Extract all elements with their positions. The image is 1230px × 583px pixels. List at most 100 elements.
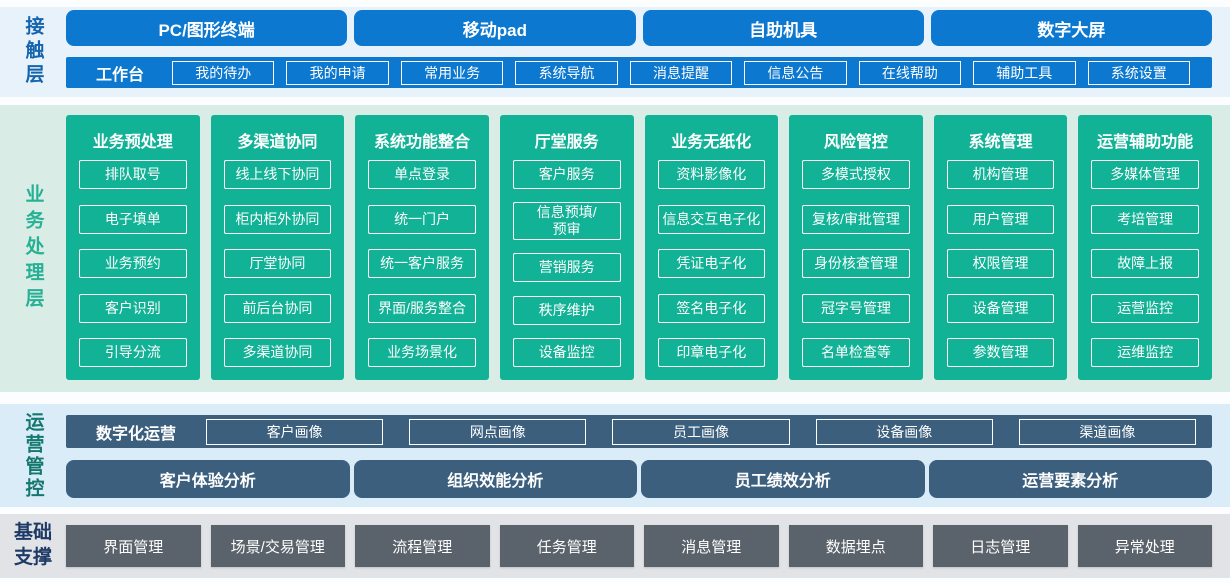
business-column-items: 多媒体管理考培管理故障上报运营监控运维监控	[1091, 160, 1199, 367]
business-item[interactable]: 界面/服务整合	[368, 293, 476, 323]
business-item[interactable]: 统一客户服务	[368, 249, 476, 278]
business-item[interactable]: 设备管理	[946, 293, 1055, 323]
business-item[interactable]: 凭证电子化	[657, 249, 766, 278]
terminal-button[interactable]: 自助机具	[642, 10, 924, 46]
business-item[interactable]: 资料影像化	[657, 160, 766, 189]
business-column-items: 排队取号电子填单业务预约客户识别引导分流	[79, 160, 187, 367]
foundation-item[interactable]: 异常处理	[1077, 525, 1212, 567]
business-item[interactable]: 业务场景化	[368, 338, 476, 367]
business-item[interactable]: 权限管理	[946, 249, 1055, 278]
business-column: 运营辅助功能 多媒体管理考培管理故障上报运营监控运维监控	[1078, 115, 1212, 380]
business-column-items: 多模式授权复核/审批管理身份核查管理冠字号管理名单检查等	[802, 160, 910, 367]
business-item[interactable]: 故障上报	[1091, 249, 1199, 278]
workbench-item[interactable]: 消息提醒	[629, 60, 733, 85]
foundation-item[interactable]: 日志管理	[933, 525, 1068, 567]
terminal-button[interactable]: 移动pad	[354, 10, 636, 46]
business-item[interactable]: 多渠道协同	[223, 338, 332, 367]
business-item[interactable]: 统一门户	[368, 204, 476, 234]
digital-ops-label: 数字化运营	[96, 425, 177, 443]
portrait-item[interactable]: 渠道画像	[1018, 418, 1197, 445]
business-item[interactable]: 秩序维护	[512, 295, 621, 325]
business-item[interactable]: 单点登录	[368, 160, 476, 189]
business-column-items: 单点登录统一门户统一客户服务界面/服务整合业务场景化	[368, 160, 476, 367]
business-item[interactable]: 电子填单	[79, 204, 187, 234]
business-column-items: 客户服务信息预填/ 预审营销服务秩序维护设备监控	[512, 160, 621, 367]
workbench-item[interactable]: 辅助工具	[973, 60, 1076, 85]
business-item[interactable]: 客户识别	[79, 293, 187, 323]
business-item[interactable]: 营销服务	[512, 253, 621, 283]
workbench-item[interactable]: 我的申请	[286, 60, 389, 85]
analysis-button[interactable]: 员工绩效分析	[641, 460, 925, 498]
portrait-items: 客户画像网点画像员工画像设备画像渠道画像	[206, 418, 1197, 445]
business-column-title: 系统功能整合	[374, 134, 471, 151]
workbench-item[interactable]: 信息公告	[744, 60, 847, 85]
foundation-item[interactable]: 流程管理	[355, 525, 490, 567]
business-column-title: 风险管控	[823, 134, 888, 151]
business-item[interactable]: 客户服务	[512, 160, 621, 189]
business-column-items: 机构管理用户管理权限管理设备管理参数管理	[946, 160, 1055, 367]
business-column-title: 多渠道协同	[237, 134, 318, 151]
workbench-label: 工作台	[96, 66, 145, 84]
foundation-item[interactable]: 任务管理	[499, 525, 634, 567]
business-column: 多渠道协同 线上线下协同柜内柜外协同厅堂协同前后台协同多渠道协同	[210, 115, 345, 380]
business-item[interactable]: 多模式授权	[802, 160, 910, 189]
business-item[interactable]: 身份核查管理	[802, 249, 910, 278]
business-item[interactable]: 前后台协同	[223, 293, 332, 323]
portrait-item[interactable]: 员工画像	[612, 418, 790, 445]
operations-layer-band: 运营管控 数字化运营 客户画像网点画像员工画像设备画像渠道画像 客户体验分析组织…	[0, 404, 1230, 507]
workbench-bar: 工作台 我的待办我的申请常用业务系统导航消息提醒信息公告在线帮助辅助工具系统设置	[66, 57, 1212, 88]
business-item[interactable]: 信息预填/ 预审	[512, 202, 621, 240]
business-column: 业务无纸化 资料影像化信息交互电子化凭证电子化签名电子化印章电子化	[644, 115, 779, 380]
terminal-button[interactable]: PC/图形终端	[66, 10, 348, 46]
business-column: 业务预处理 排队取号电子填单业务预约客户识别引导分流	[66, 115, 200, 380]
operations-layer-label: 运营管控	[22, 411, 44, 500]
analysis-button[interactable]: 运营要素分析	[928, 460, 1212, 498]
business-item[interactable]: 运营监控	[1091, 293, 1199, 323]
business-item[interactable]: 考培管理	[1091, 204, 1199, 234]
business-layer-band: 业务处理层 业务预处理 排队取号电子填单业务预约客户识别引导分流 多渠道协同 线…	[0, 105, 1230, 392]
workbench-item[interactable]: 系统设置	[1087, 60, 1190, 85]
business-item[interactable]: 冠字号管理	[802, 293, 910, 323]
business-item[interactable]: 设备监控	[512, 337, 621, 367]
portrait-item[interactable]: 网点画像	[409, 418, 587, 445]
business-item[interactable]: 参数管理	[946, 338, 1055, 367]
business-item[interactable]: 线上线下协同	[223, 160, 332, 189]
analysis-button[interactable]: 客户体验分析	[66, 460, 350, 498]
contact-layer-label-cell: 接触层	[0, 7, 66, 97]
workbench-item[interactable]: 我的待办	[172, 60, 275, 85]
operations-layer-content: 数字化运营 客户画像网点画像员工画像设备画像渠道画像 客户体验分析组织效能分析员…	[66, 404, 1212, 507]
business-item[interactable]: 信息交互电子化	[657, 204, 766, 234]
business-item[interactable]: 柜内柜外协同	[223, 204, 332, 234]
digital-ops-bar: 数字化运营 客户画像网点画像员工画像设备画像渠道画像	[66, 415, 1212, 448]
business-item[interactable]: 签名电子化	[657, 293, 766, 323]
portrait-item[interactable]: 客户画像	[206, 418, 384, 445]
foundation-item[interactable]: 场景/交易管理	[210, 525, 345, 567]
business-item[interactable]: 复核/审批管理	[802, 204, 910, 234]
analysis-button[interactable]: 组织效能分析	[353, 460, 637, 498]
business-item[interactable]: 机构管理	[946, 160, 1055, 189]
business-item[interactable]: 排队取号	[79, 160, 187, 189]
business-item[interactable]: 运维监控	[1091, 338, 1199, 367]
business-item[interactable]: 业务预约	[79, 249, 187, 278]
foundation-item[interactable]: 界面管理	[66, 525, 201, 567]
workbench-item[interactable]: 系统导航	[515, 60, 618, 85]
business-layer-label: 业务处理层	[22, 183, 44, 314]
business-item[interactable]: 厅堂协同	[223, 249, 332, 278]
portrait-item[interactable]: 设备画像	[815, 418, 993, 445]
business-item[interactable]: 多媒体管理	[1091, 160, 1199, 189]
analysis-row: 客户体验分析组织效能分析员工绩效分析运营要素分析	[66, 460, 1212, 498]
foundation-item[interactable]: 数据埋点	[788, 525, 923, 567]
contact-layer-label: 接触层	[22, 16, 44, 88]
workbench-item[interactable]: 在线帮助	[858, 60, 962, 85]
business-item[interactable]: 印章电子化	[657, 338, 766, 367]
business-item[interactable]: 用户管理	[946, 204, 1055, 234]
business-item[interactable]: 引导分流	[79, 338, 187, 367]
workbench-item[interactable]: 常用业务	[400, 60, 504, 85]
business-column: 系统管理 机构管理用户管理权限管理设备管理参数管理	[933, 115, 1068, 380]
business-column: 风险管控 多模式授权复核/审批管理身份核查管理冠字号管理名单检查等	[789, 115, 923, 380]
terminal-button[interactable]: 数字大屏	[930, 10, 1212, 46]
foundation-item[interactable]: 消息管理	[644, 525, 779, 567]
business-item[interactable]: 名单检查等	[802, 338, 910, 367]
